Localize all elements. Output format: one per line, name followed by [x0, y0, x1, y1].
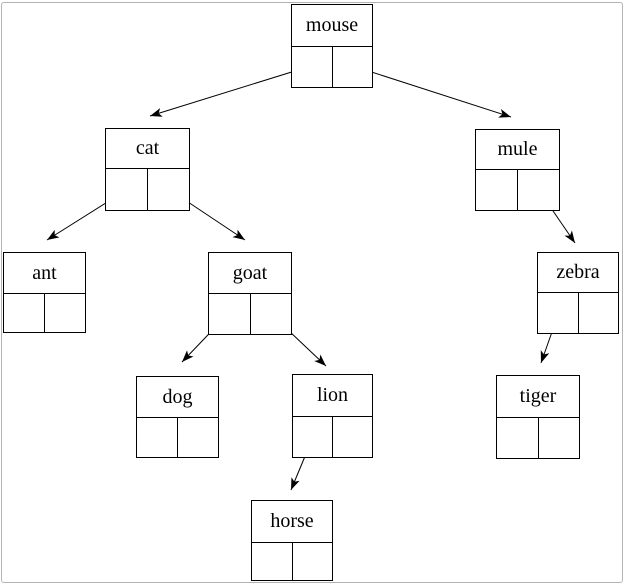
node-label: ant	[4, 253, 85, 294]
node-pointer-row	[209, 294, 291, 334]
node-label: mule	[476, 130, 559, 170]
tree-node-lion: lion	[292, 374, 373, 458]
left-pointer-cell	[497, 418, 538, 458]
right-pointer-cell	[331, 47, 373, 87]
node-label: dog	[137, 377, 218, 418]
left-pointer-cell	[476, 170, 517, 210]
left-pointer-cell	[106, 169, 147, 210]
left-pointer-cell	[293, 417, 332, 457]
left-pointer-cell	[137, 418, 177, 457]
node-pointer-row	[293, 417, 372, 457]
arrow-mouse-left-to-cat	[149, 65, 312, 117]
left-pointer-cell	[4, 294, 44, 332]
node-label: lion	[293, 375, 372, 417]
tree-node-cat: cat	[105, 128, 190, 211]
right-pointer-cell	[332, 417, 372, 457]
right-pointer-cell	[577, 293, 619, 333]
node-label: goat	[209, 253, 291, 294]
right-pointer-cell	[44, 294, 85, 332]
tree-node-zebra: zebra	[537, 252, 619, 334]
tree-node-ant: ant	[3, 252, 86, 333]
node-pointer-row	[292, 47, 372, 87]
node-label: zebra	[538, 253, 618, 293]
arrow-mouse-right-to-mule	[352, 65, 512, 118]
tree-node-tiger: tiger	[496, 375, 580, 459]
tree-node-horse: horse	[251, 500, 333, 581]
node-label: cat	[106, 129, 189, 169]
left-pointer-cell	[538, 293, 578, 333]
node-pointer-row	[106, 169, 189, 210]
node-label: horse	[252, 501, 332, 543]
left-pointer-cell	[252, 543, 292, 580]
right-pointer-cell	[249, 294, 292, 334]
tree-node-goat: goat	[208, 252, 292, 335]
node-label: mouse	[292, 5, 372, 47]
tree-node-dog: dog	[136, 376, 219, 458]
node-label: tiger	[497, 376, 579, 418]
tree-node-mule: mule	[475, 129, 560, 211]
right-pointer-cell	[537, 418, 580, 458]
node-pointer-row	[497, 418, 579, 458]
right-pointer-cell	[177, 418, 218, 457]
node-pointer-row	[137, 418, 218, 457]
node-pointer-row	[4, 294, 85, 332]
left-pointer-cell	[292, 47, 332, 87]
left-pointer-cell	[209, 294, 250, 334]
right-pointer-cell	[291, 543, 333, 580]
right-pointer-cell	[517, 170, 559, 210]
node-pointer-row	[538, 293, 618, 333]
right-pointer-cell	[147, 169, 189, 210]
tree-node-mouse: mouse	[291, 4, 373, 88]
node-pointer-row	[476, 170, 559, 210]
node-pointer-row	[252, 543, 332, 580]
